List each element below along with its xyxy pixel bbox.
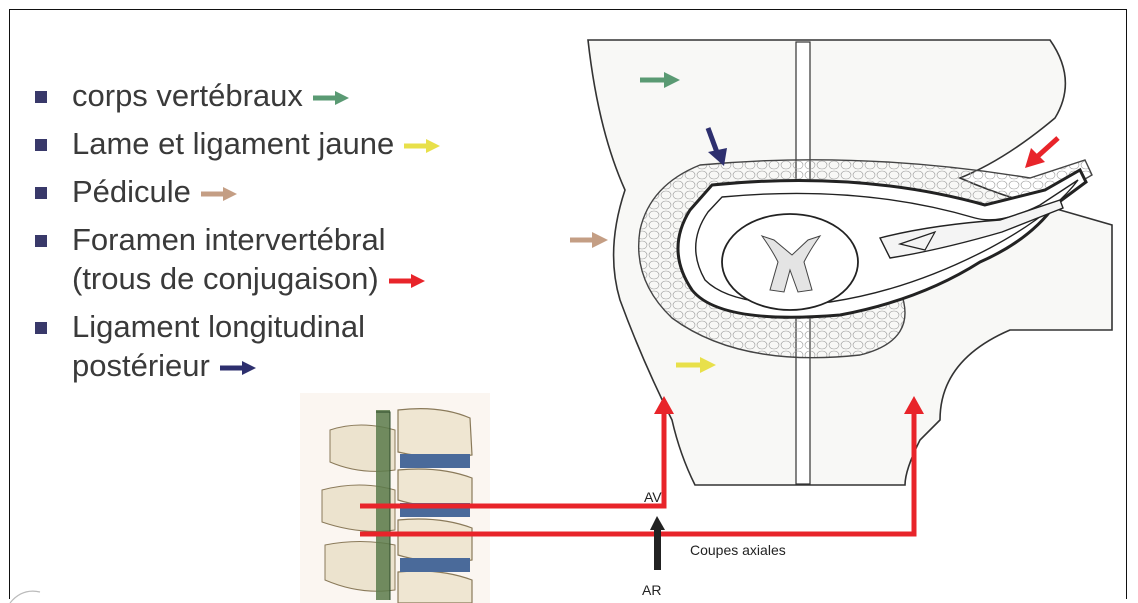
lateral-spine-illustration xyxy=(300,393,490,603)
label-posterior: AR xyxy=(642,582,661,598)
label-anterior: AV xyxy=(644,489,662,505)
axial-section xyxy=(570,40,1112,485)
corner-mark xyxy=(10,591,40,603)
label-axial-cuts: Coupes axiales xyxy=(690,542,786,558)
orientation-arrow xyxy=(650,516,665,570)
